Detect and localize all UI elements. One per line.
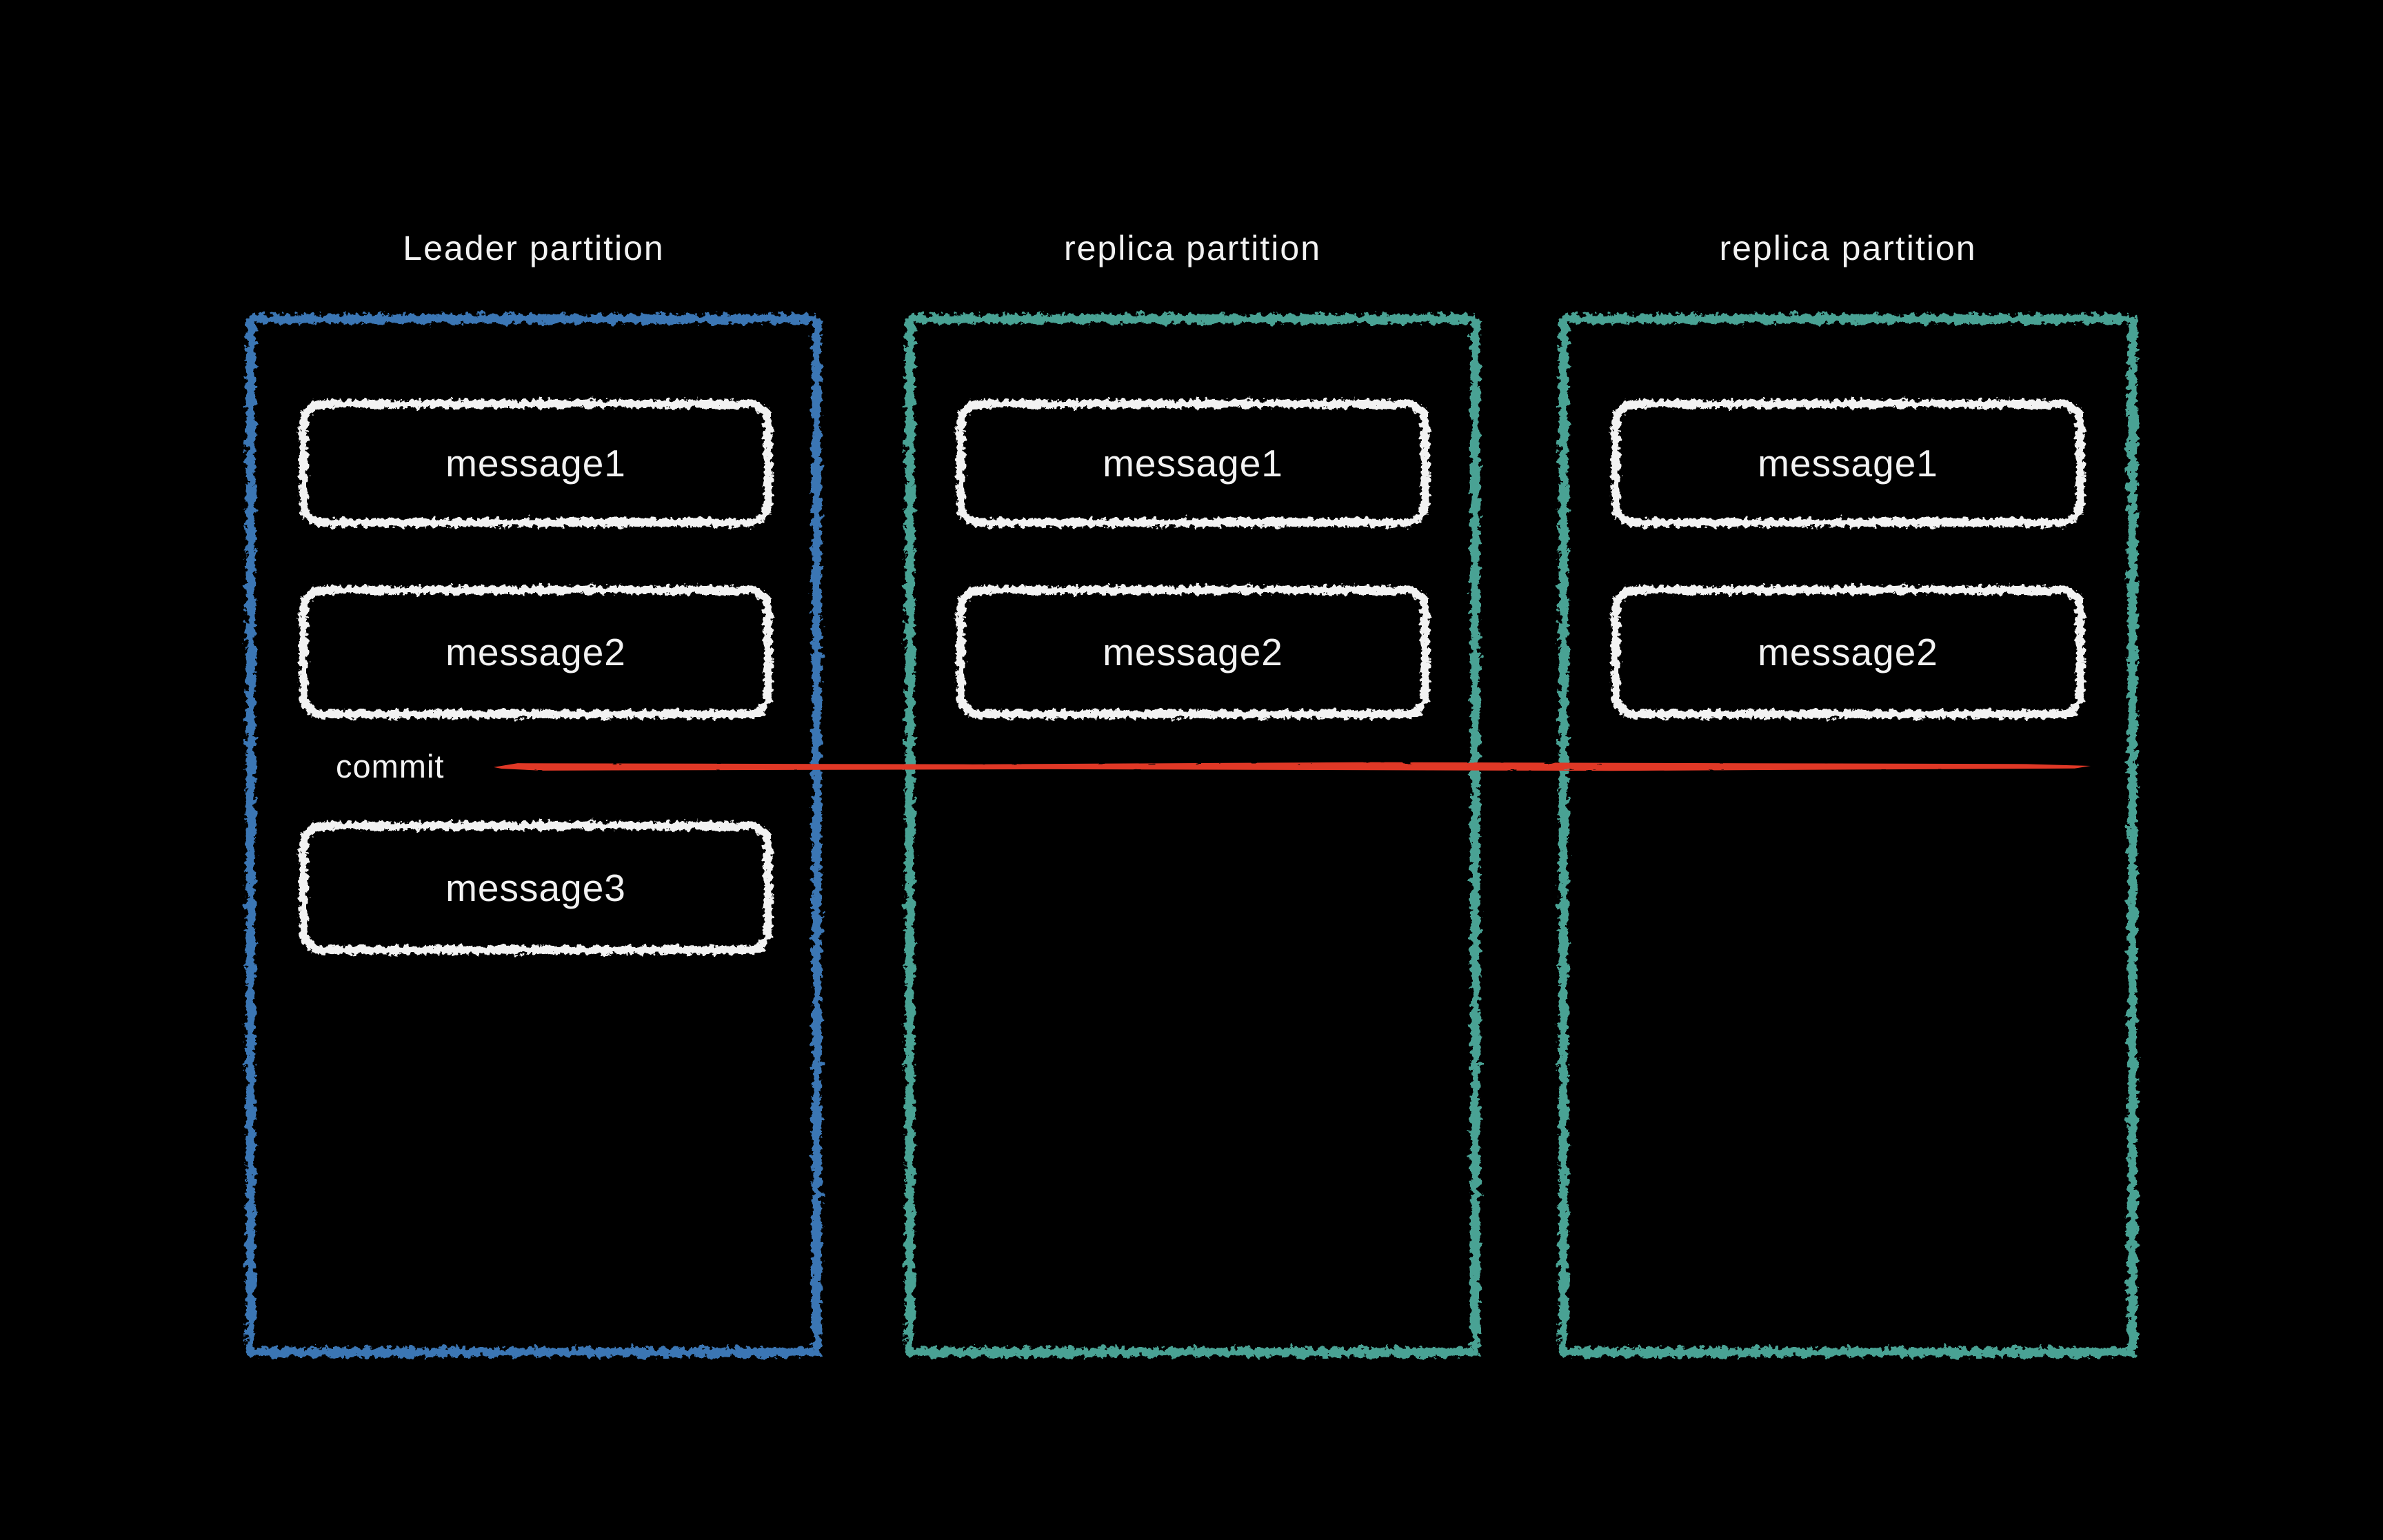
message-box: message1 bbox=[299, 400, 772, 527]
commit-line bbox=[494, 762, 2091, 771]
message-box-border bbox=[299, 400, 772, 527]
partition-title-replica-2: replica partition bbox=[1719, 229, 1977, 267]
message-box-border bbox=[1611, 586, 2084, 718]
message-label: message2 bbox=[1103, 631, 1283, 673]
message-label: message2 bbox=[445, 631, 626, 673]
message-box: message1 bbox=[956, 400, 1429, 527]
message-box-border bbox=[299, 822, 772, 954]
message-box-border bbox=[956, 400, 1429, 527]
message-label: message2 bbox=[1758, 631, 1938, 673]
message-label: message1 bbox=[445, 442, 626, 485]
message-box: message2 bbox=[956, 586, 1429, 718]
replica-partition-box-2 bbox=[1559, 314, 2137, 1357]
message-box: message2 bbox=[299, 586, 772, 718]
leader-partition-box bbox=[246, 314, 821, 1357]
message-label: message3 bbox=[445, 867, 626, 909]
replica-partition-box-1 bbox=[905, 314, 1480, 1357]
message-box-border bbox=[299, 586, 772, 718]
message-box: message2 bbox=[1611, 586, 2084, 718]
message-box: message1 bbox=[1611, 400, 2084, 527]
partition-title-replica-1: replica partition bbox=[1063, 229, 1322, 267]
message-box-border bbox=[956, 586, 1429, 718]
partition-title-leader: Leader partition bbox=[403, 229, 665, 267]
commit-label: commit bbox=[336, 748, 445, 784]
message-box-border bbox=[1611, 400, 2084, 527]
message-label: message1 bbox=[1758, 442, 1938, 485]
message-label: message1 bbox=[1103, 442, 1283, 485]
message-box: message3 bbox=[299, 822, 772, 954]
